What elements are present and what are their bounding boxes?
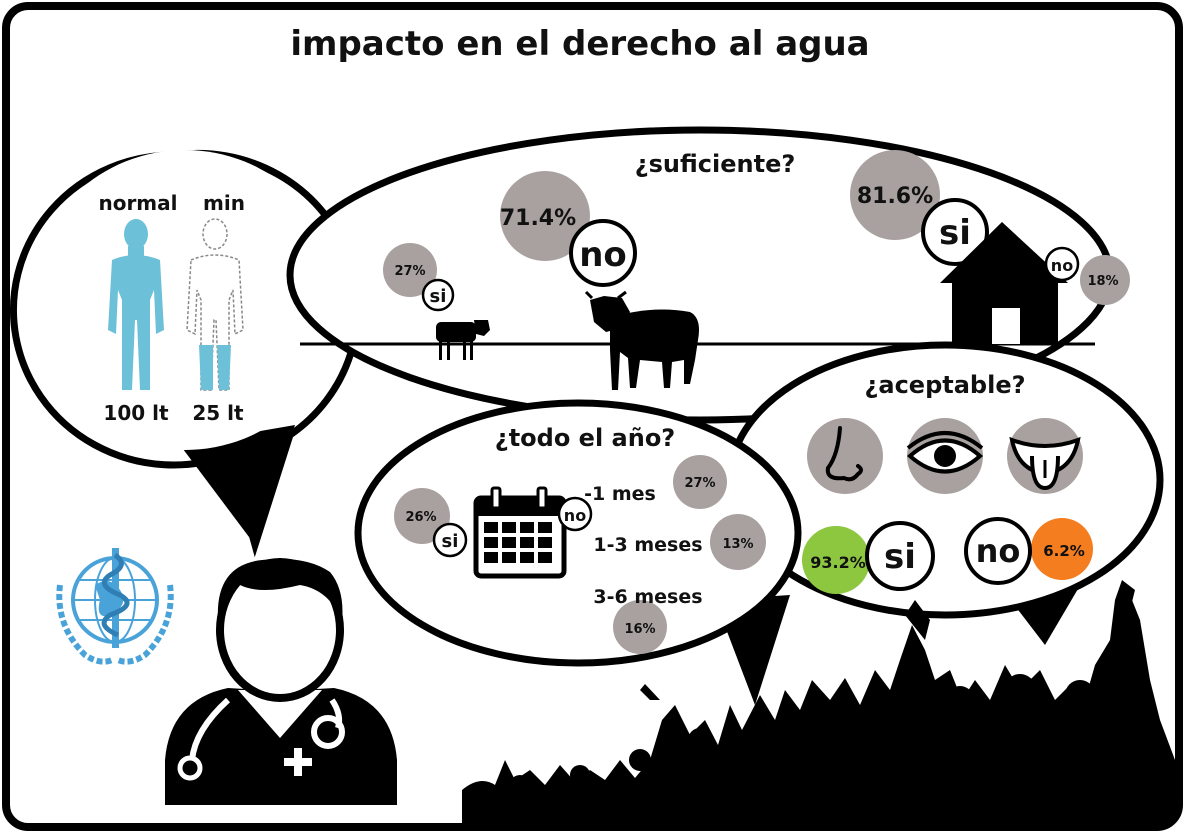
house-si-pct-bubble (850, 150, 940, 240)
range-1-pct: 27% (684, 476, 715, 491)
aceptable-no-pct-bubble (1031, 518, 1093, 580)
normal-amount: 100 lt (103, 401, 169, 425)
animal-si-label: si (430, 286, 447, 307)
aceptable-no-label: no (976, 532, 1021, 570)
animal-no-pct-bubble (500, 171, 590, 261)
suficiente-question: ¿suficiente? (635, 150, 796, 178)
small-cow-icon (436, 320, 490, 360)
tongue-icon (1007, 418, 1083, 494)
range-3-pct-bubble (613, 600, 667, 654)
min-body-icon (186, 218, 244, 391)
house-si-label: si (939, 213, 971, 253)
aceptable-no-pct: 6.2% (1043, 542, 1085, 560)
animal-no-pct: 71.4% (500, 206, 576, 231)
ano-no-label: no (564, 506, 586, 525)
page-title: impacto en el derecho al agua (290, 24, 869, 64)
range-2-pct: 13% (722, 537, 753, 552)
animal-no-label: no (579, 235, 627, 275)
range-2-label: 1-3 meses (593, 534, 702, 556)
aceptable-si-pct: 93.2% (810, 553, 866, 572)
bodies-bubble (10, 149, 362, 558)
crowd-silhouette-icon (462, 580, 1175, 823)
min-amount: 25 lt (192, 401, 244, 425)
range-1-label: -1 mes (584, 483, 656, 505)
doctor-icon (165, 558, 397, 805)
range-3-label: 3-6 meses (593, 586, 702, 608)
todo-el-ano-question: ¿todo el año? (495, 424, 675, 452)
big-cow-icon (584, 290, 699, 390)
house-si-pct: 81.6% (857, 184, 933, 209)
house-no-pct-bubble (1080, 255, 1130, 305)
ano-si-pct: 26% (405, 510, 436, 525)
range-2-pct-bubble (710, 514, 766, 570)
house-no-label: no (1051, 256, 1073, 275)
house-icon (940, 222, 1068, 344)
range-3-pct: 16% (624, 622, 655, 637)
animal-si-pct-bubble (383, 243, 437, 297)
house-no-pct: 18% (1087, 274, 1118, 289)
aceptable-si-pct-bubble (802, 526, 870, 594)
calendar-icon (473, 486, 567, 579)
range-1-pct-bubble (673, 455, 727, 509)
normal-body-icon (108, 219, 164, 390)
nose-icon (807, 418, 883, 494)
normal-label: normal (98, 191, 177, 215)
ano-si-label: si (442, 531, 459, 552)
aceptable-si-label: si (884, 537, 916, 577)
animal-si-pct: 27% (394, 264, 425, 279)
aceptable-question: ¿aceptable? (864, 371, 1025, 399)
min-label: min (203, 191, 245, 215)
who-logo-icon (49, 539, 181, 671)
eye-icon (906, 418, 984, 494)
